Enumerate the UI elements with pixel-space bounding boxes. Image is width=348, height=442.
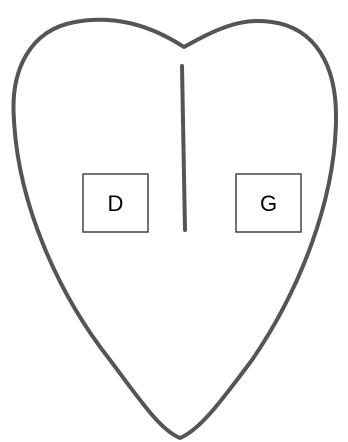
median-line bbox=[182, 66, 185, 230]
label-left: D bbox=[108, 191, 124, 216]
label-box-right: G bbox=[236, 174, 301, 232]
label-box-left: D bbox=[83, 174, 148, 232]
label-right: G bbox=[260, 191, 277, 216]
